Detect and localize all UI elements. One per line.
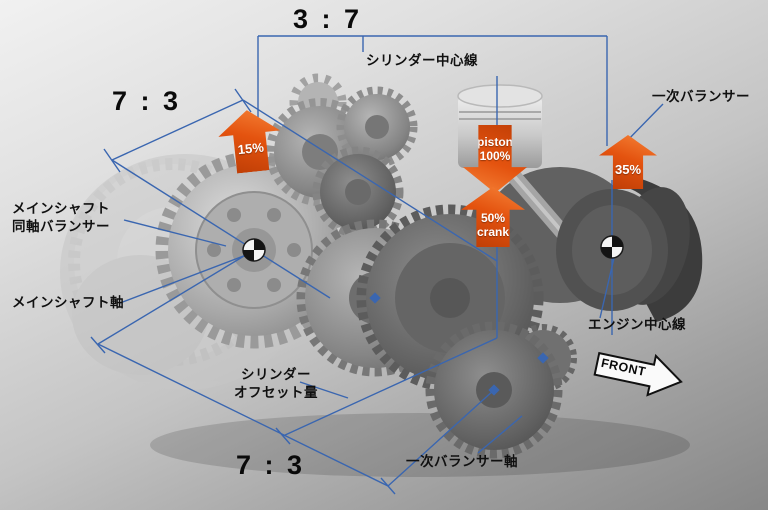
label-mainshaft-axis: メインシャフト軸 bbox=[12, 295, 124, 310]
label-mainshaft-coaxial-balancer: メインシャフト 同軸バランサー bbox=[12, 201, 110, 234]
dimension-lines bbox=[90, 35, 664, 495]
top-gear-cluster bbox=[266, 73, 418, 238]
label-cylinder-offset: シリンダー オフセット量 bbox=[234, 367, 318, 400]
ratio-upper-left: 7 : 3 bbox=[112, 86, 182, 116]
label-engine-centerline: エンジン中心線 bbox=[588, 317, 686, 332]
front-arrow-icon bbox=[593, 351, 683, 397]
front-direction-arrow: FRONT bbox=[590, 341, 690, 405]
ratio-bottom: 7 : 3 bbox=[236, 450, 306, 480]
crank-center-marker bbox=[600, 235, 624, 259]
ground-shadow bbox=[150, 413, 690, 477]
label-primary-balancer-shaft: 一次バランサー軸 bbox=[406, 454, 518, 469]
label-primary-balancer: 一次バランサー bbox=[652, 89, 750, 104]
mainshaft-center-marker bbox=[242, 238, 266, 262]
label-cylinder-centerline: シリンダー中心線 bbox=[366, 53, 478, 68]
ratio-top: 3 : 7 bbox=[293, 4, 363, 34]
